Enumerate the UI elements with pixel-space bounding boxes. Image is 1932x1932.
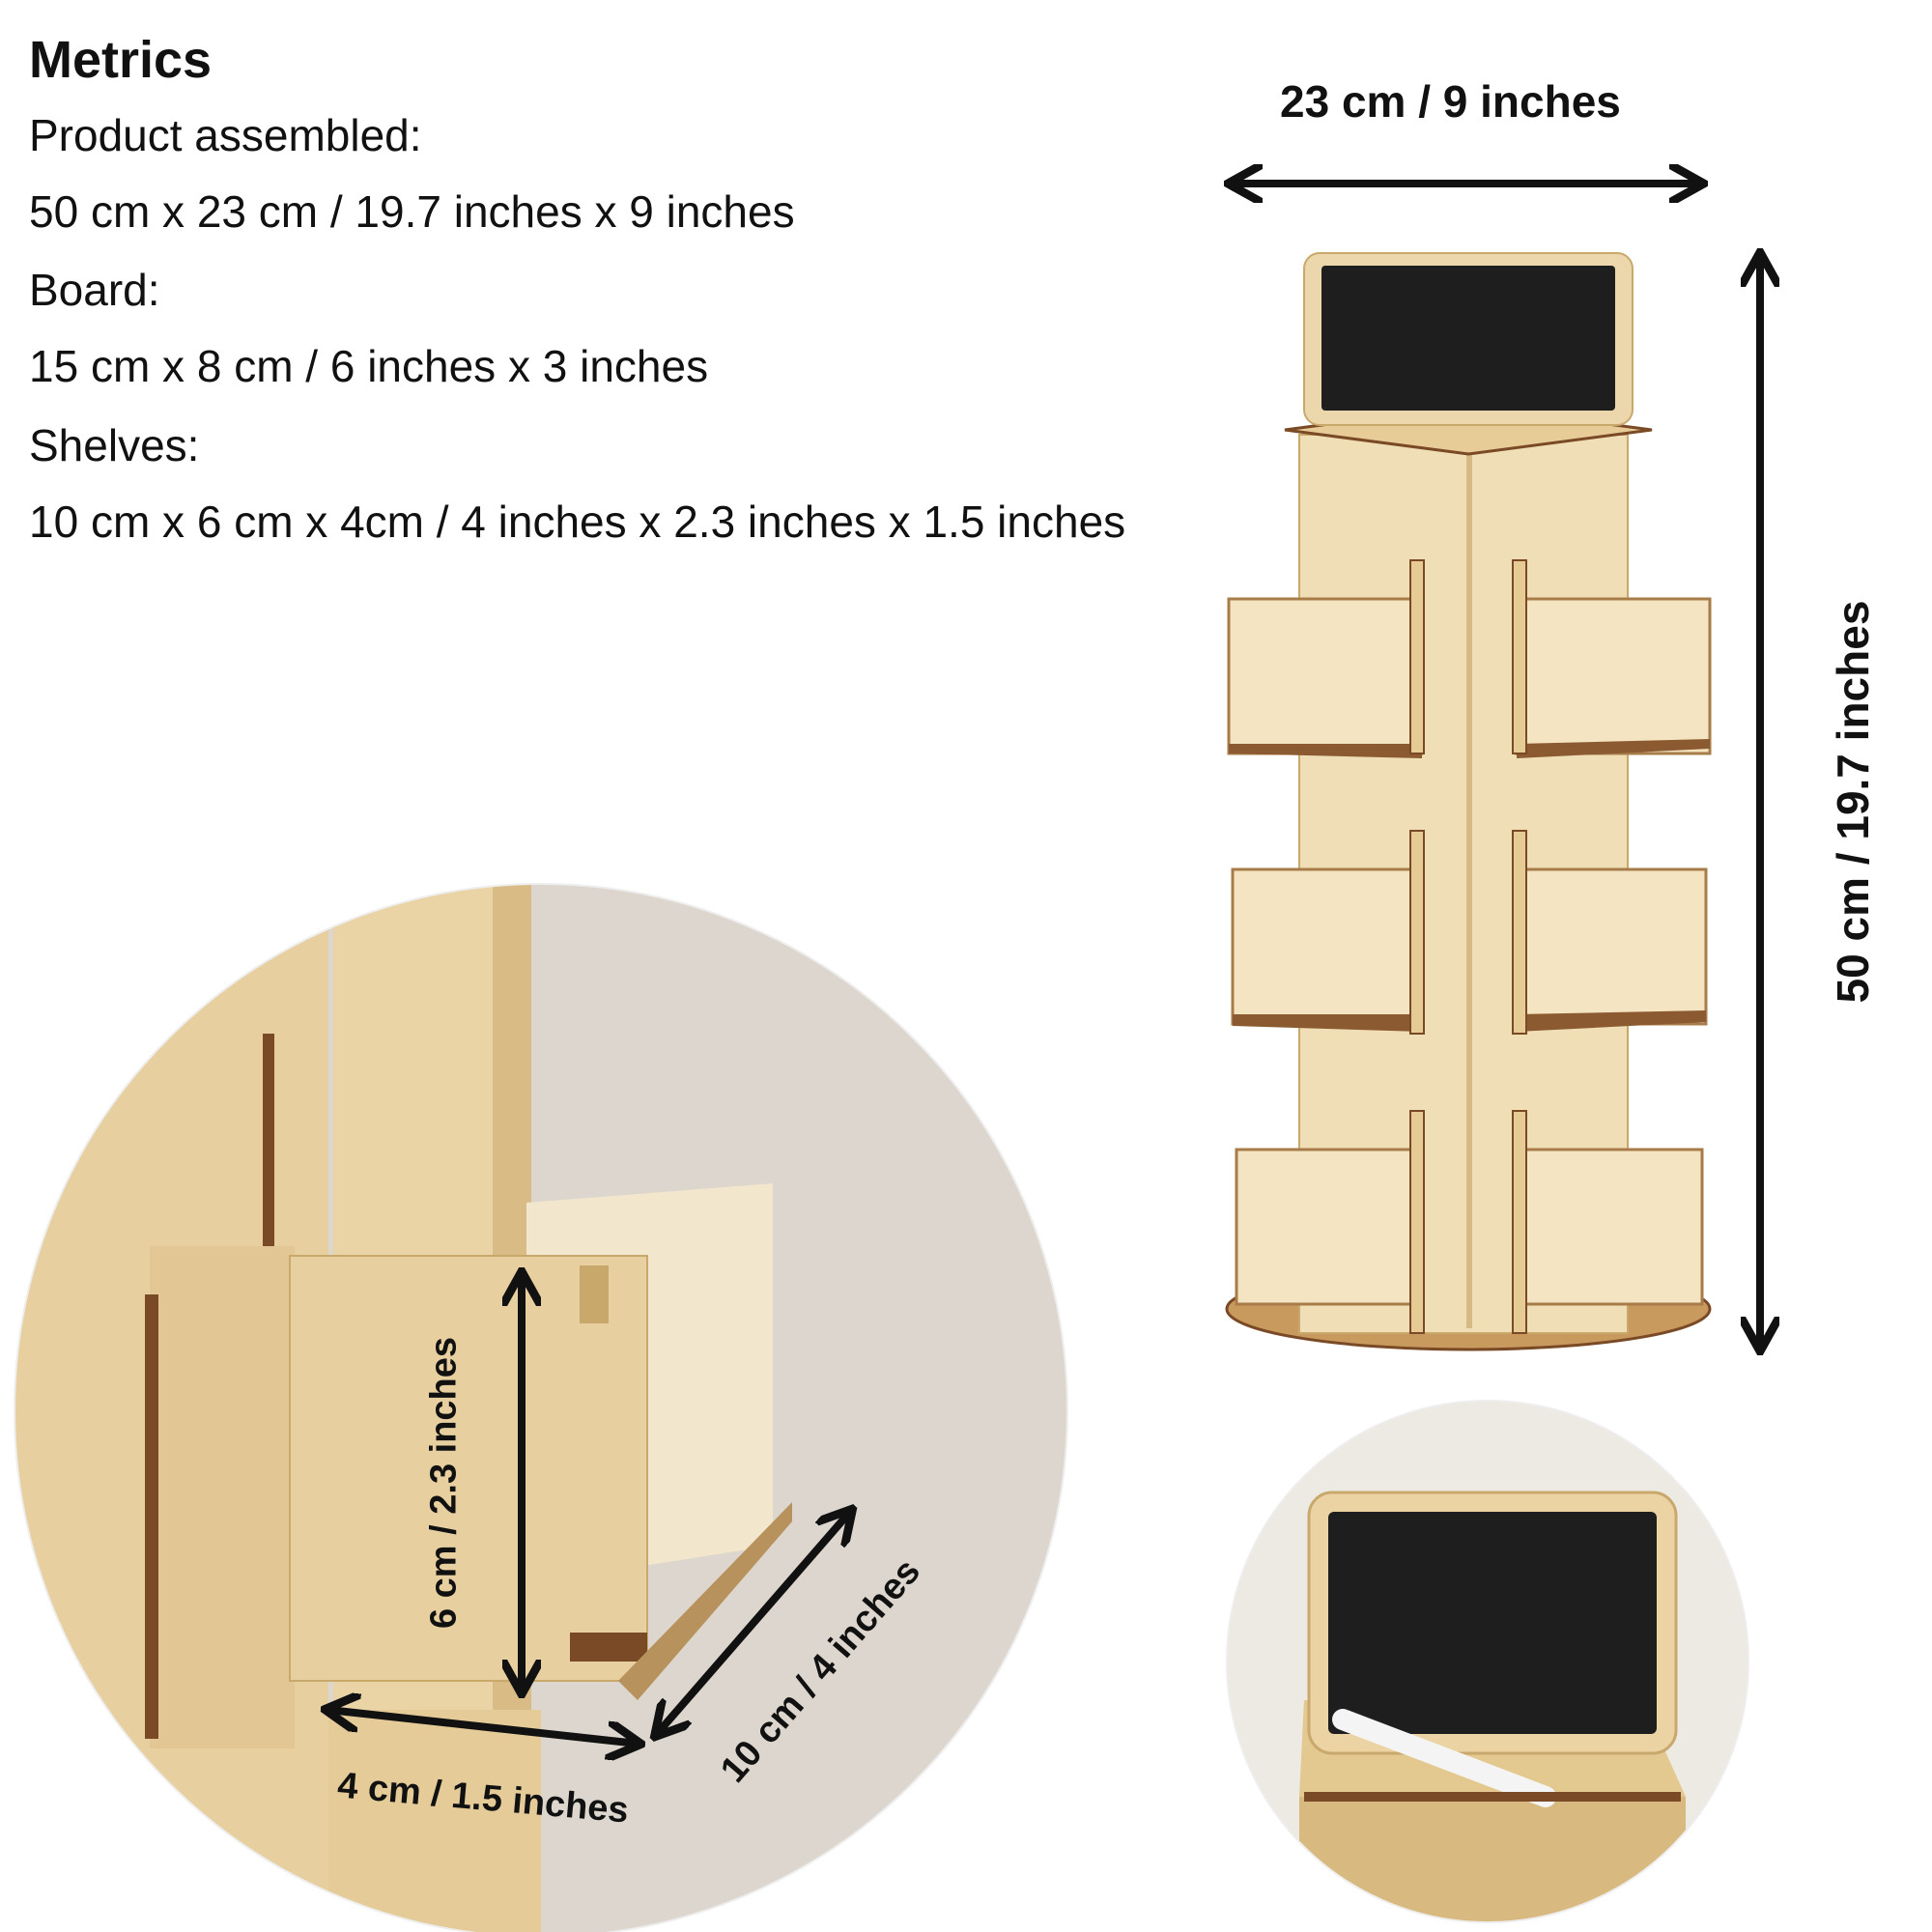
spec-value: 15 cm x 8 cm / 6 inches x 3 inches	[29, 341, 709, 392]
spec-label: Shelves:	[29, 419, 200, 470]
shelf-tier-bottom	[1235, 1110, 1704, 1334]
chalkboard-detail-photo	[1227, 1401, 1748, 1922]
shelf-length-arrow	[657, 1512, 850, 1734]
spec-value: 50 cm x 23 cm / 19.7 inches x 9 inches	[29, 185, 795, 237]
spec-board: Board: 15 cm x 8 cm / 6 inches x 3 inche…	[29, 264, 1208, 393]
metrics-panel: Metrics Product assembled: 50 cm x 23 cm…	[29, 29, 1208, 549]
metrics-heading: Metrics	[29, 31, 213, 89]
display-tower	[1225, 252, 1712, 1351]
spec-assembled: Product assembled: 50 cm x 23 cm / 19.7 …	[29, 109, 1208, 239]
shelf-height-label: 6 cm / 2.3 inches	[423, 1336, 465, 1630]
spec-label: Board:	[29, 265, 160, 316]
spec-label: Product assembled:	[29, 109, 422, 160]
spec-shelves: Shelves: 10 cm x 6 cm x 4cm / 4 inches x…	[29, 419, 1208, 549]
shelf-detail-photo	[14, 884, 1067, 1932]
shelf-tier-top	[1227, 559, 1712, 758]
tower-width-label: 23 cm / 9 inches	[1280, 76, 1621, 127]
shelf-depth-arrow	[328, 1710, 638, 1744]
spec-value: 10 cm x 6 cm x 4cm / 4 inches x 2.3 inch…	[29, 496, 1126, 547]
shelf-tier-middle	[1231, 830, 1708, 1035]
tower-height-label: 50 cm / 19.7 inches	[1828, 600, 1878, 1004]
